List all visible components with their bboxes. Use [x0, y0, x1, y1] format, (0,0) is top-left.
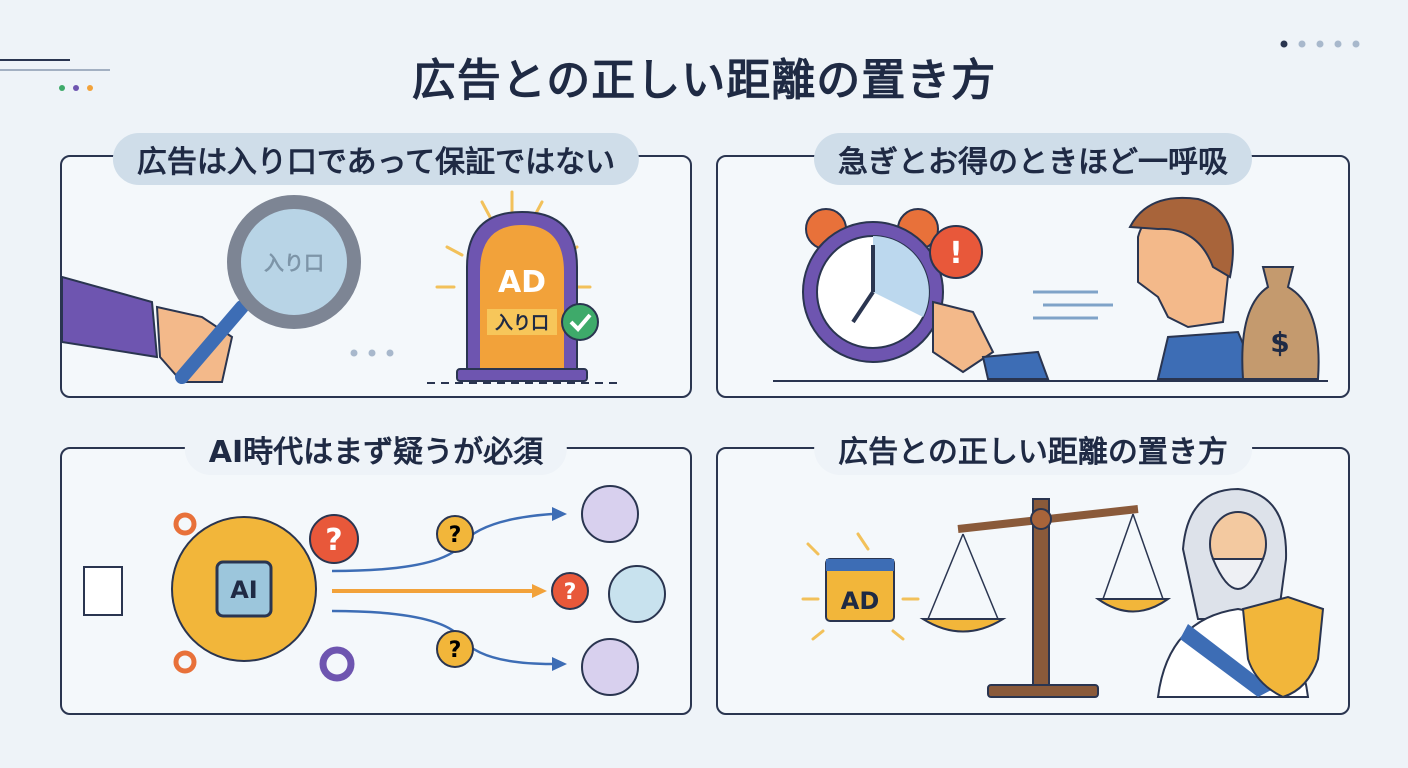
- illustration-shape: [436, 630, 474, 668]
- alert-icon: [929, 225, 983, 279]
- illustration-shape: [436, 515, 474, 553]
- illustration-shape: [1211, 558, 1265, 590]
- illustration-shape: [445, 245, 464, 257]
- lens-label: 入り口: [264, 251, 324, 275]
- illustration-shape: [1316, 40, 1324, 48]
- illustration-shape: [175, 300, 249, 384]
- illustration-shape: [806, 542, 820, 556]
- illustration-label: 入り口: [495, 313, 549, 334]
- avatar: [581, 485, 639, 543]
- illustration-shape: [981, 350, 1050, 380]
- illustration-shape: [480, 200, 492, 219]
- panel-title: 広告との正しい距離の置き方: [814, 423, 1252, 475]
- gear-icon: [173, 650, 197, 674]
- hand-icon: [155, 305, 234, 383]
- decorative-dots: [1280, 40, 1360, 48]
- illustration-shape: [368, 349, 376, 357]
- magnifier-illustration: 入り口 AD 入り口: [62, 190, 617, 384]
- illustration-shape: [851, 290, 875, 324]
- illustration-shape: [1352, 40, 1360, 48]
- sleeve: [62, 275, 159, 359]
- illustration-shape: [1033, 290, 1113, 320]
- illustration-label: AD: [498, 265, 546, 300]
- magnifier-icon: [227, 195, 361, 329]
- illustration-label: ?: [449, 523, 462, 548]
- illustration-shape: [1334, 40, 1342, 48]
- illustration-shape: [1180, 624, 1273, 697]
- illustration-label: AI: [230, 576, 258, 604]
- avatar: [581, 638, 639, 696]
- illustration-shape: [811, 629, 825, 641]
- panel-title: AI時代はまず疑うが必須: [184, 423, 568, 475]
- document-icon: [83, 566, 123, 616]
- illustration-shape: [1280, 40, 1288, 48]
- illustration-shape: [551, 572, 589, 610]
- panel-ai-doubt: AI時代はまず疑うが必須 AI ? ? ? ?: [60, 423, 692, 715]
- illustration-label: ?: [325, 523, 342, 558]
- main-title: 広告との正しい距離の置き方: [411, 55, 997, 106]
- illustration-shape: [987, 684, 1099, 698]
- illustration-shape: [456, 368, 588, 382]
- illustration-shape: [87, 85, 93, 91]
- illustration-label: ?: [449, 638, 462, 663]
- illustration-shape: [1132, 513, 1164, 600]
- illustration-shape: [932, 300, 995, 374]
- illustration-shape: [1156, 330, 1260, 380]
- illustration-shape: [1030, 508, 1052, 530]
- illustration-shape: [927, 513, 1164, 620]
- panel-right-distance: 広告との正しい距離の置き方 AD: [716, 423, 1350, 715]
- illustration-shape: [927, 533, 964, 620]
- panel-ad-entrance: 広告は入り口であって保証ではない 入り口 AD 入り口: [60, 133, 692, 398]
- avatar: [608, 565, 666, 623]
- illustration-shape: [1128, 196, 1234, 279]
- illustration-shape: [1102, 513, 1134, 600]
- illustration-label: AD: [841, 587, 880, 615]
- illustration-label: !: [949, 236, 963, 271]
- illustration-shape: [873, 236, 929, 317]
- illustration-shape: [1094, 598, 1172, 613]
- illustration-shape: [919, 618, 1007, 633]
- check-icon: [561, 303, 599, 341]
- ai-chip-illustration: AI ? ? ? ?: [83, 485, 666, 696]
- illustration-shape: [487, 309, 557, 335]
- clock-breath-illustration: ! $: [773, 196, 1328, 382]
- illustration-shape: [552, 507, 567, 521]
- illustration-shape: [73, 85, 79, 91]
- illustration-shape: [309, 514, 359, 564]
- panel-title: 急ぎとお得のときほど一呼吸: [814, 133, 1252, 185]
- gear-icon: [173, 512, 197, 536]
- illustration-shape: [350, 349, 358, 357]
- gear-icon: [319, 646, 355, 682]
- illustration-shape: [532, 584, 547, 598]
- illustration-shape: [1298, 40, 1306, 48]
- illustration-shape: [59, 85, 65, 91]
- illustration-shape: [801, 532, 920, 641]
- illustration-shape: [569, 313, 592, 332]
- illustration-label: $: [1270, 326, 1289, 359]
- illustration-shape: [962, 533, 999, 620]
- illustration-shape: [480, 225, 564, 372]
- panel-pause-breath: 急ぎとお得のときほど一呼吸 ! $: [716, 133, 1350, 398]
- illustration-shape: [826, 559, 894, 571]
- scale-illustration: AD: [801, 487, 1325, 699]
- illustration-shape: [552, 657, 567, 671]
- illustration-shape: [215, 560, 273, 618]
- illustration-label: ?: [564, 580, 577, 605]
- illustration-shape: [386, 349, 394, 357]
- money-bag-icon: [1241, 266, 1320, 380]
- illustration-shape: [891, 629, 905, 641]
- illustration-shape: [856, 532, 870, 551]
- decorative-lines: [0, 59, 110, 91]
- shield-icon: [1241, 595, 1325, 699]
- panel-title: 広告は入り口であって保証ではない: [112, 133, 640, 185]
